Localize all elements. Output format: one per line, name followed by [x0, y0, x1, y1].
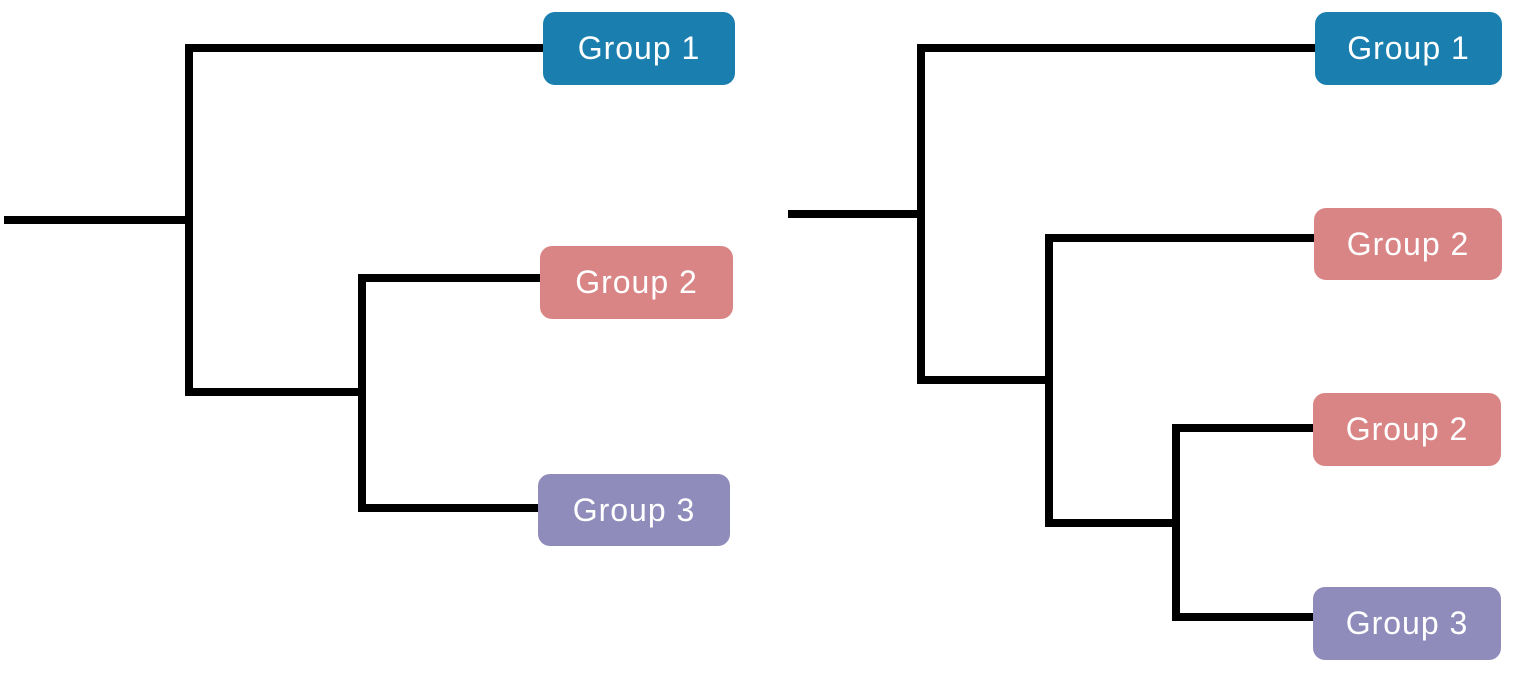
- left-tree-node-group-2: Group 2: [540, 246, 733, 319]
- tree-node-label: Group 1: [577, 30, 701, 66]
- left-tree-node-group-3: Group 3: [538, 474, 730, 546]
- right-tree-node-group-1: Group 1: [1315, 12, 1502, 85]
- tree-node-label: Group 1: [1347, 30, 1470, 66]
- right-tree-node-group-2: Group 2: [1313, 393, 1501, 466]
- tree-node-label: Group 2: [575, 264, 698, 300]
- left-tree-node-group-1: Group 1: [543, 12, 735, 85]
- tree-node-label: Group 3: [572, 491, 696, 528]
- tree-node-label: Group 2: [1346, 225, 1470, 262]
- tree-node-label: Group 2: [1345, 411, 1469, 447]
- right-tree-node-group-3: Group 3: [1313, 587, 1501, 660]
- right-tree-node-group-2: Group 2: [1314, 208, 1502, 280]
- tree-node-label: Group 3: [1345, 605, 1469, 641]
